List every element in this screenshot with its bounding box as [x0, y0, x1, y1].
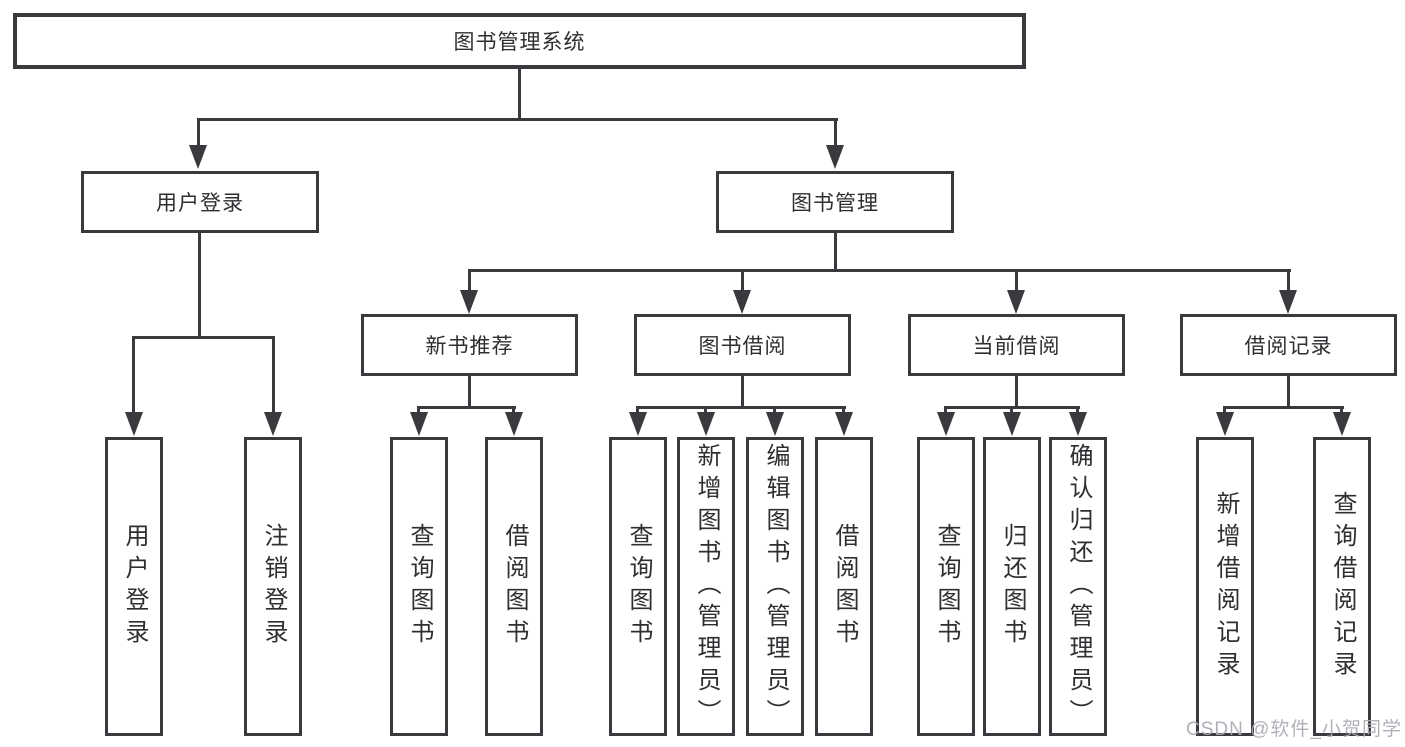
connector-drop-user-login [197, 121, 200, 149]
leaf-newbook-borrow-label: 借阅图书 [501, 522, 528, 651]
leaf-records-query: 查询借阅记录 [1313, 437, 1371, 736]
leaf-borrow-book-label: 借阅图书 [831, 522, 858, 651]
leaf-borrow-add-admin-label: 新增图书（管理员） [693, 442, 720, 731]
connector-level1-hbar [197, 118, 838, 121]
arrow-down-icon [826, 145, 844, 169]
connector-userlogin-stub [198, 233, 201, 336]
leaf-current-confirm-admin: 确认归还（管理员） [1049, 437, 1107, 736]
leaf-borrow-query: 查询图书 [609, 437, 667, 736]
node-user-login: 用户登录 [81, 171, 319, 233]
node-current-borrowing: 当前借阅 [908, 314, 1125, 376]
node-borrowing-records: 借阅记录 [1180, 314, 1397, 376]
arrow-down-icon [1216, 412, 1234, 436]
node-user-login-label: 用户登录 [156, 192, 244, 215]
leaf-current-return: 归还图书 [983, 437, 1041, 736]
connector-newbook-hbar [417, 406, 516, 409]
arrow-down-icon [264, 412, 282, 436]
connector-level3-hbar [468, 269, 1291, 272]
arrow-down-icon [937, 412, 955, 436]
leaf-borrow-edit-admin: 编辑图书（管理员） [746, 437, 804, 736]
leaf-logout: 注销登录 [244, 437, 302, 736]
connector-drop-leaf-user-login [132, 339, 135, 414]
connector-drop-current [1015, 272, 1018, 292]
node-borrowing-records-label: 借阅记录 [1244, 335, 1333, 358]
connector-records-stub [1287, 376, 1290, 406]
arrow-down-icon [835, 412, 853, 436]
node-book-management: 图书管理 [716, 171, 954, 233]
leaf-current-query-label: 查询图书 [933, 522, 960, 651]
leaf-newbook-query: 查询图书 [390, 437, 448, 736]
connector-records-hbar [1223, 406, 1344, 409]
arrow-down-icon [733, 290, 751, 314]
node-new-book-recommend: 新书推荐 [361, 314, 578, 376]
connector-drop-records [1287, 272, 1290, 292]
connector-drop-book-mgmt [834, 121, 837, 149]
connector-borrow-hbar [636, 406, 846, 409]
connector-drop-newbook [468, 272, 471, 292]
node-current-borrowing-label: 当前借阅 [972, 335, 1061, 358]
leaf-records-query-label: 查询借阅记录 [1329, 490, 1356, 683]
connector-current-stub [1015, 376, 1018, 406]
arrow-down-icon [1007, 290, 1025, 314]
connector-drop-borrow [741, 272, 744, 292]
arrow-down-icon [697, 412, 715, 436]
leaf-current-query: 查询图书 [917, 437, 975, 736]
connector-root-stub [518, 69, 521, 118]
leaf-records-add-label: 新增借阅记录 [1212, 490, 1239, 683]
arrow-down-icon [505, 412, 523, 436]
node-book-borrowing-label: 图书借阅 [698, 335, 787, 358]
arrow-down-icon [766, 412, 784, 436]
leaf-logout-label: 注销登录 [260, 522, 287, 651]
arrow-down-icon [1003, 412, 1021, 436]
leaf-borrow-edit-admin-label: 编辑图书（管理员） [762, 442, 789, 731]
node-root: 图书管理系统 [13, 13, 1026, 69]
arrow-down-icon [410, 412, 428, 436]
connector-current-hbar [944, 406, 1080, 409]
node-root-label: 图书管理系统 [453, 31, 586, 54]
leaf-user-login: 用户登录 [105, 437, 163, 736]
arrow-down-icon [189, 145, 207, 169]
arrow-down-icon [1069, 412, 1087, 436]
connector-newbook-stub [468, 376, 471, 406]
leaf-borrow-add-admin: 新增图书（管理员） [677, 437, 735, 736]
leaf-newbook-borrow: 借阅图书 [485, 437, 543, 736]
node-book-management-label: 图书管理 [791, 192, 879, 215]
arrow-down-icon [460, 290, 478, 314]
leaf-current-return-label: 归还图书 [999, 522, 1026, 651]
leaf-newbook-query-label: 查询图书 [406, 522, 433, 651]
node-book-borrowing: 图书借阅 [634, 314, 851, 376]
connector-drop-leaf-logout [272, 339, 275, 414]
leaf-borrow-book: 借阅图书 [815, 437, 873, 736]
leaf-borrow-query-label: 查询图书 [625, 522, 652, 651]
csdn-watermark: CSDN @软件_小贺同学 [1186, 719, 1402, 740]
connector-bookmgmt-stub [834, 233, 837, 269]
arrow-down-icon [1279, 290, 1297, 314]
connector-borrow-stub [741, 376, 744, 406]
leaf-current-confirm-admin-label: 确认归还（管理员） [1065, 442, 1092, 731]
node-new-book-recommend-label: 新书推荐 [425, 335, 514, 358]
leaf-records-add: 新增借阅记录 [1196, 437, 1254, 736]
leaf-user-login-label: 用户登录 [121, 522, 148, 651]
arrow-down-icon [629, 412, 647, 436]
arrow-down-icon [1333, 412, 1351, 436]
arrow-down-icon [125, 412, 143, 436]
connector-userlogin-hbar [132, 336, 275, 339]
